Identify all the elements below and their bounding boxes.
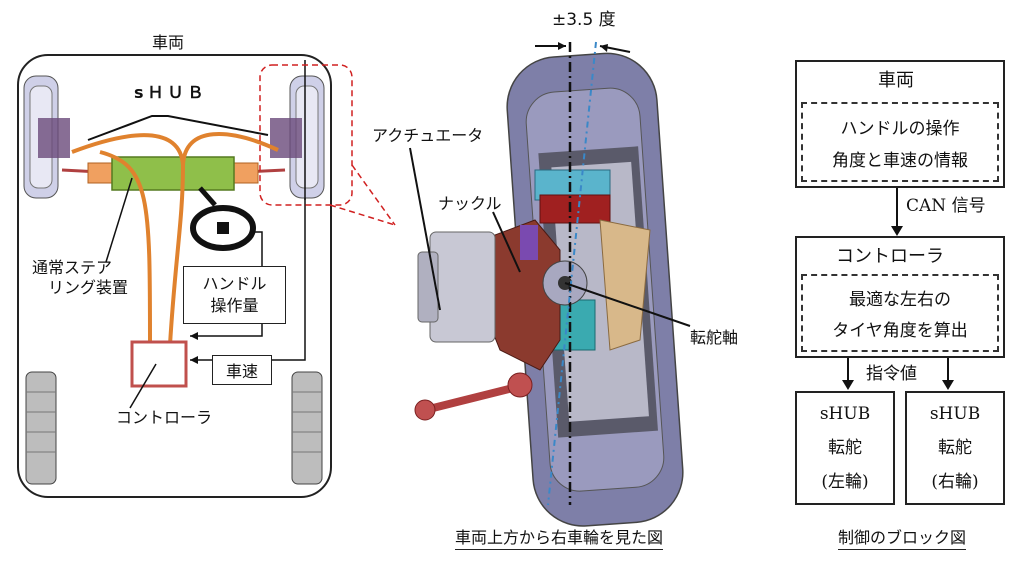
shub-left-line2: 転舵: [828, 437, 862, 458]
vehicle-info-line2: 角度と車速の情報: [832, 150, 968, 171]
command-value-label: 指令値: [866, 364, 917, 384]
front-left-tire: [23, 75, 70, 199]
shub-right-line2: 転舵: [938, 437, 972, 458]
wheel-assembly-graphic: [414, 52, 684, 527]
vehicle-info-line1: ハンドルの操作: [840, 118, 960, 139]
handle-amount-line1: ハンドル: [202, 274, 267, 293]
vehicle-label: 車両: [152, 33, 185, 52]
steering-axis-tilted: [547, 41, 597, 506]
shub-left-line1: sHUB: [819, 403, 871, 424]
can-signal-label: CAN 信号: [906, 196, 986, 216]
steering-device-label: 通常ステア リング装置: [32, 258, 128, 298]
rear-right-tire: [291, 371, 323, 485]
steering-device-label-line2: リング装置: [48, 278, 129, 297]
controller-calc-box: 最適な左右の タイヤ角度を算出: [801, 274, 999, 352]
middle-caption: 車両上方から右車輪を見た図: [455, 530, 664, 550]
vehicle-block-title: 車両: [878, 70, 914, 91]
handle-amount-line2: 操作量: [210, 296, 259, 315]
shub-left-line3: (左輪): [821, 472, 869, 493]
steering-axis-label: 転舵軸: [690, 328, 739, 347]
controller-box-graphic: [130, 340, 188, 388]
knuckle-label: ナックル: [438, 194, 502, 213]
shub-label: sＨＵＢ: [134, 83, 208, 102]
controller-calc-line1: 最適な左右の: [849, 290, 951, 310]
controller-calc-line2: タイヤ角度を算出: [832, 321, 968, 341]
front-right-tire: [270, 75, 325, 199]
steering-device-label-line1: 通常ステア: [32, 258, 113, 277]
vehicle-info-box: ハンドルの操作 角度と車速の情報: [801, 102, 999, 182]
handle-amount-box: ハンドル 操作量: [183, 266, 286, 324]
controller-label: コントローラ: [116, 408, 213, 427]
shub-left-block: sHUB 転舵 (左輪): [795, 391, 895, 505]
shub-right-block: sHUB 転舵 (右輪): [905, 391, 1005, 505]
block-diagram-caption: 制御のブロック図: [838, 530, 967, 550]
vehicle-body-outline: [17, 54, 332, 498]
shub-right-line1: sHUB: [929, 403, 981, 424]
shub-right-line3: (右輪): [931, 472, 979, 493]
vehicle-speed-label: 車速: [225, 362, 258, 381]
vehicle-speed-box: 車速: [212, 355, 272, 385]
angle-label: ±3.5 度: [552, 10, 616, 30]
controller-block-title: コントローラ: [836, 246, 944, 267]
actuator-label: アクチュエータ: [372, 126, 484, 145]
steering-wheel-graphic: [190, 186, 256, 251]
rear-left-tire: [25, 371, 57, 485]
